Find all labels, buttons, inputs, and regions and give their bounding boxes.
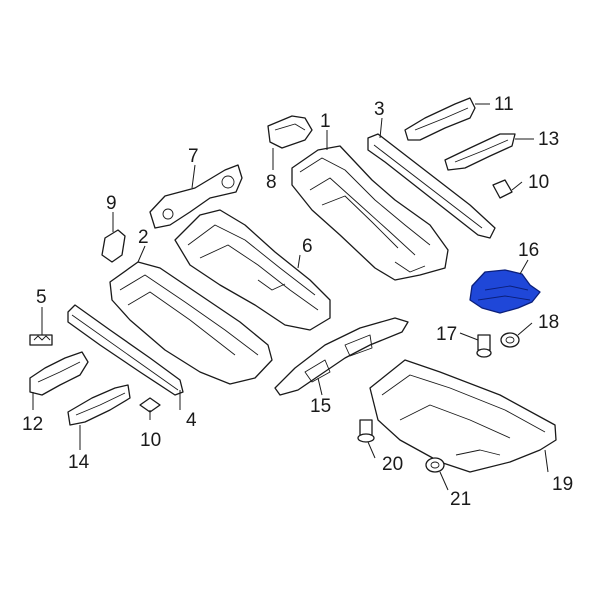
part-18-nut[interactable] [500, 332, 520, 348]
callout-13: 13 [538, 129, 559, 150]
part-12-bracket[interactable] [29, 351, 89, 396]
part-5-clip[interactable] [29, 334, 53, 346]
callout-9: 9 [106, 193, 117, 214]
part-21-nut[interactable] [425, 457, 445, 473]
callout-labels: 1 2 3 4 5 6 7 8 9 10 10 11 12 13 14 15 1… [22, 94, 573, 510]
leader-lines [32, 103, 549, 491]
part-16-highlighted-bracket[interactable] [469, 269, 541, 314]
part-20-fastener[interactable] [357, 419, 375, 443]
callout-12: 12 [22, 414, 43, 435]
part-2-floor-section[interactable] [109, 261, 273, 385]
part-7-crossmember[interactable] [149, 164, 243, 229]
part-3-rail[interactable] [367, 133, 496, 239]
callout-11: 11 [494, 94, 514, 115]
part-9-bracket[interactable] [101, 229, 126, 263]
part-10-clip-lower[interactable] [139, 397, 161, 413]
callout-8: 8 [266, 172, 277, 193]
callout-21: 21 [450, 489, 471, 510]
callout-7: 7 [188, 146, 199, 167]
part-1-floor-pan[interactable] [291, 145, 449, 281]
part-15-crossmember[interactable] [274, 317, 409, 396]
part-19-underbody-panel[interactable] [369, 359, 557, 473]
callout-3: 3 [374, 99, 385, 120]
callout-10-upper: 10 [528, 172, 549, 193]
callout-20: 20 [382, 454, 403, 475]
part-17-fastener[interactable] [476, 334, 492, 358]
callout-14: 14 [68, 452, 90, 473]
callout-6: 6 [302, 236, 313, 257]
callout-18: 18 [538, 312, 559, 333]
callout-10-lower: 10 [140, 430, 161, 451]
callout-15: 15 [310, 396, 331, 417]
part-14-bracket[interactable] [67, 384, 131, 426]
part-10-clip-upper[interactable] [492, 179, 513, 199]
part-13-bracket[interactable] [444, 133, 516, 171]
part-6-tunnel-panel[interactable] [174, 209, 331, 331]
part-8-bracket[interactable] [267, 115, 313, 149]
callout-16: 16 [518, 240, 539, 261]
callout-2: 2 [138, 227, 149, 248]
callout-5: 5 [36, 287, 47, 308]
callout-4: 4 [186, 410, 197, 431]
callout-19: 19 [552, 474, 573, 495]
callout-17: 17 [436, 324, 457, 345]
part-11-bracket[interactable] [404, 97, 476, 141]
callout-1: 1 [320, 111, 331, 132]
part-4-rail[interactable] [67, 304, 184, 396]
